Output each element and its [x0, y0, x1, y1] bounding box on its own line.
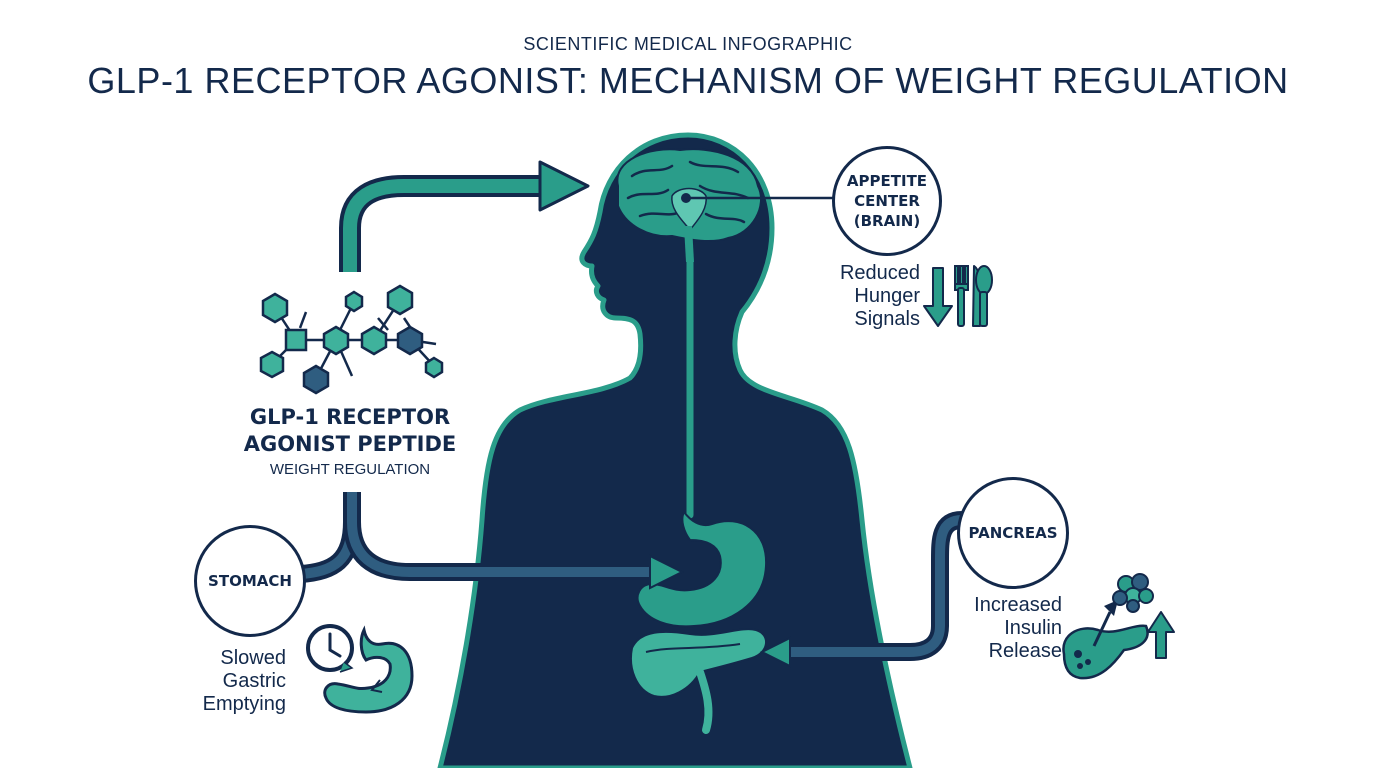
reduced-hunger-text: Reduced Hunger Signals: [839, 262, 920, 330]
insulin-granule-icon: [1112, 573, 1154, 613]
arrow-to-stomach: [299, 492, 685, 590]
stomach-label-text: STOMACH: [208, 572, 292, 590]
human-body-silhouette: [437, 132, 913, 768]
arrow-to-pancreas: [759, 511, 964, 668]
pancreas-organ-icon: [630, 628, 767, 734]
peptide-molecule-icon: [259, 284, 444, 395]
up-arrow-icon: [1147, 611, 1175, 659]
stomach-label: STOMACH: [194, 525, 306, 637]
spoon-icon: [975, 265, 993, 327]
fork-icon: [954, 265, 969, 327]
pancreas-label-text: PANCREAS: [968, 524, 1058, 542]
body-outline: [437, 132, 913, 768]
down-arrow-icon: [923, 267, 953, 327]
infographic-title: GLP-1 RECEPTOR AGONIST: MECHANISM OF WEI…: [87, 60, 1289, 101]
appetite-center-label: APPETITE CENTER (BRAIN): [832, 146, 942, 256]
stomach-icon: [323, 625, 414, 714]
pancreas-label: PANCREAS: [957, 477, 1069, 589]
brain-icon: [616, 148, 763, 262]
clock-icon: [306, 624, 354, 673]
stomach-organ-icon: [636, 510, 768, 628]
pancreas-icon: [1062, 600, 1149, 680]
slowed-gastric-text: Slowed Gastric Emptying: [202, 647, 286, 715]
infographic-subtitle: SCIENTIFIC MEDICAL INFOGRAPHIC: [523, 34, 853, 54]
arrow-to-brain: [339, 160, 590, 272]
increased-insulin-text: Increased Insulin Release: [974, 594, 1062, 662]
peptide-subtitle: WEIGHT REGULATION: [269, 461, 431, 478]
peptide-title: GLP-1 RECEPTOR AGONIST PEPTIDE: [243, 405, 457, 456]
appetite-center-text: APPETITE CENTER (BRAIN): [846, 172, 928, 230]
